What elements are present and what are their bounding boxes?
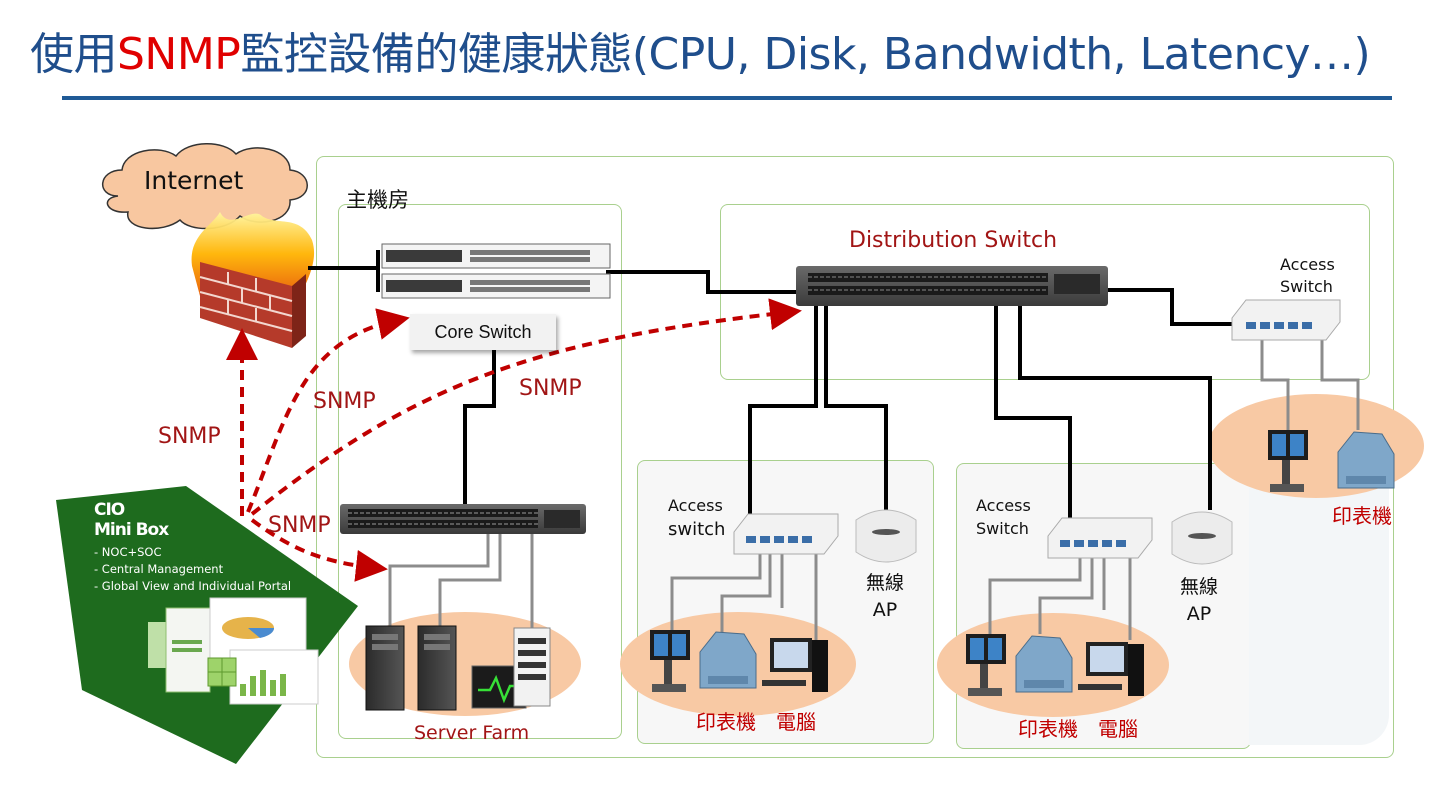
cio-item-1: - NOC+SOC <box>94 545 162 559</box>
snmp-arrow-distribution <box>250 298 802 516</box>
server-tower-2-icon <box>417 625 457 711</box>
snmp-label-server: SNMP <box>268 513 331 538</box>
access-switch-top-line1: Access <box>1280 255 1335 274</box>
snmp-arrows <box>226 298 802 582</box>
cio-mini-box-text: CIO Mini Box - NOC+SOC - Central Managem… <box>94 500 291 595</box>
access-switch-left-label: Access switch <box>668 494 725 542</box>
floor-shadow-panel <box>1249 455 1389 745</box>
snmp-label-core: SNMP <box>313 389 376 414</box>
cio-title-line2: Mini Box <box>94 520 169 540</box>
pc-1-label: 電腦 <box>776 710 816 734</box>
cio-item-2: - Central Management <box>94 562 224 576</box>
server-room-switch-icon <box>340 504 586 534</box>
page-title: 使用SNMP監控設備的健康狀態(CPU, Disk, Bandwidth, La… <box>30 18 1371 82</box>
firewall-icon <box>191 212 315 348</box>
device-cables <box>388 340 1360 640</box>
access-switch-top-icon <box>1231 299 1341 341</box>
snmp-label-distribution: SNMP <box>519 376 582 401</box>
access-switch-left-line2: switch <box>668 519 726 540</box>
printer-2-label: 印表機 <box>1018 717 1078 741</box>
wireless-ap-1-label: 無線 AP <box>866 570 904 624</box>
access-switch-left-line1: Access <box>668 496 723 515</box>
kiosk-3-icon <box>1268 430 1308 492</box>
server-room-zone <box>338 204 622 739</box>
access-switch-left-icon <box>733 513 839 555</box>
access-switch-mid-line1: Access <box>976 496 1031 515</box>
access-switch-top-label: Access Switch <box>1280 254 1335 298</box>
pc-1-icon <box>762 638 828 692</box>
title-highlight: SNMP <box>117 29 241 80</box>
cio-title-line1: CIO <box>94 500 125 520</box>
wireless-ap-1-line2: AP <box>872 599 898 621</box>
kiosk-1-icon <box>650 630 690 692</box>
access-switch-mid-line2: Switch <box>976 519 1029 538</box>
network-cables <box>308 250 1236 530</box>
cio-dashboard-icon <box>207 597 319 705</box>
title-prefix: 使用 <box>30 29 118 80</box>
access-switch-mid-icon <box>1047 517 1153 559</box>
core-switch-icon <box>381 243 611 299</box>
title-suffix: 監控設備的健康狀態(CPU, Disk, Bandwidth, Latency…… <box>240 29 1371 80</box>
printer-top-icon <box>1337 431 1395 489</box>
main-room-label: 主機房 <box>346 188 409 212</box>
pc-2-icon <box>1078 642 1144 696</box>
printer-top-label: 印表機 <box>1332 504 1392 528</box>
core-switch-label: Core Switch <box>410 314 556 350</box>
pc-2-label: 電腦 <box>1098 717 1138 741</box>
cio-server-icon <box>148 607 211 693</box>
internet-label: Internet <box>144 166 244 195</box>
wireless-ap-2-icon <box>1171 511 1233 565</box>
printer-1-icon <box>699 631 757 689</box>
server-farm-label: Server Farm <box>414 722 530 744</box>
server-tower-1-icon <box>365 625 405 711</box>
access-switch-mid-label: Access Switch <box>976 494 1031 540</box>
kiosk-2-icon <box>966 634 1006 696</box>
wireless-ap-2-line1: 無線 <box>1180 576 1219 598</box>
rack-server-icon <box>513 627 551 707</box>
printer-1-label: 印表機 <box>696 710 756 734</box>
internet-cloud-icon <box>101 143 308 230</box>
distribution-switch-icon <box>796 266 1108 306</box>
access-switch-top-line2: Switch <box>1280 277 1333 296</box>
wireless-ap-1-icon <box>855 509 917 563</box>
distribution-switch-label: Distribution Switch <box>849 228 1058 253</box>
printer-2-icon <box>1015 635 1073 693</box>
wireless-ap-2-label: 無線 AP <box>1180 574 1218 628</box>
cio-item-3: - Global View and Individual Portal <box>94 579 292 593</box>
snmp-arrow-core <box>246 308 410 513</box>
wireless-ap-1-line1: 無線 <box>866 572 905 594</box>
title-underline <box>62 96 1392 100</box>
snmp-label-firewall: SNMP <box>158 424 221 449</box>
wireless-ap-2-line2: AP <box>1186 603 1212 625</box>
